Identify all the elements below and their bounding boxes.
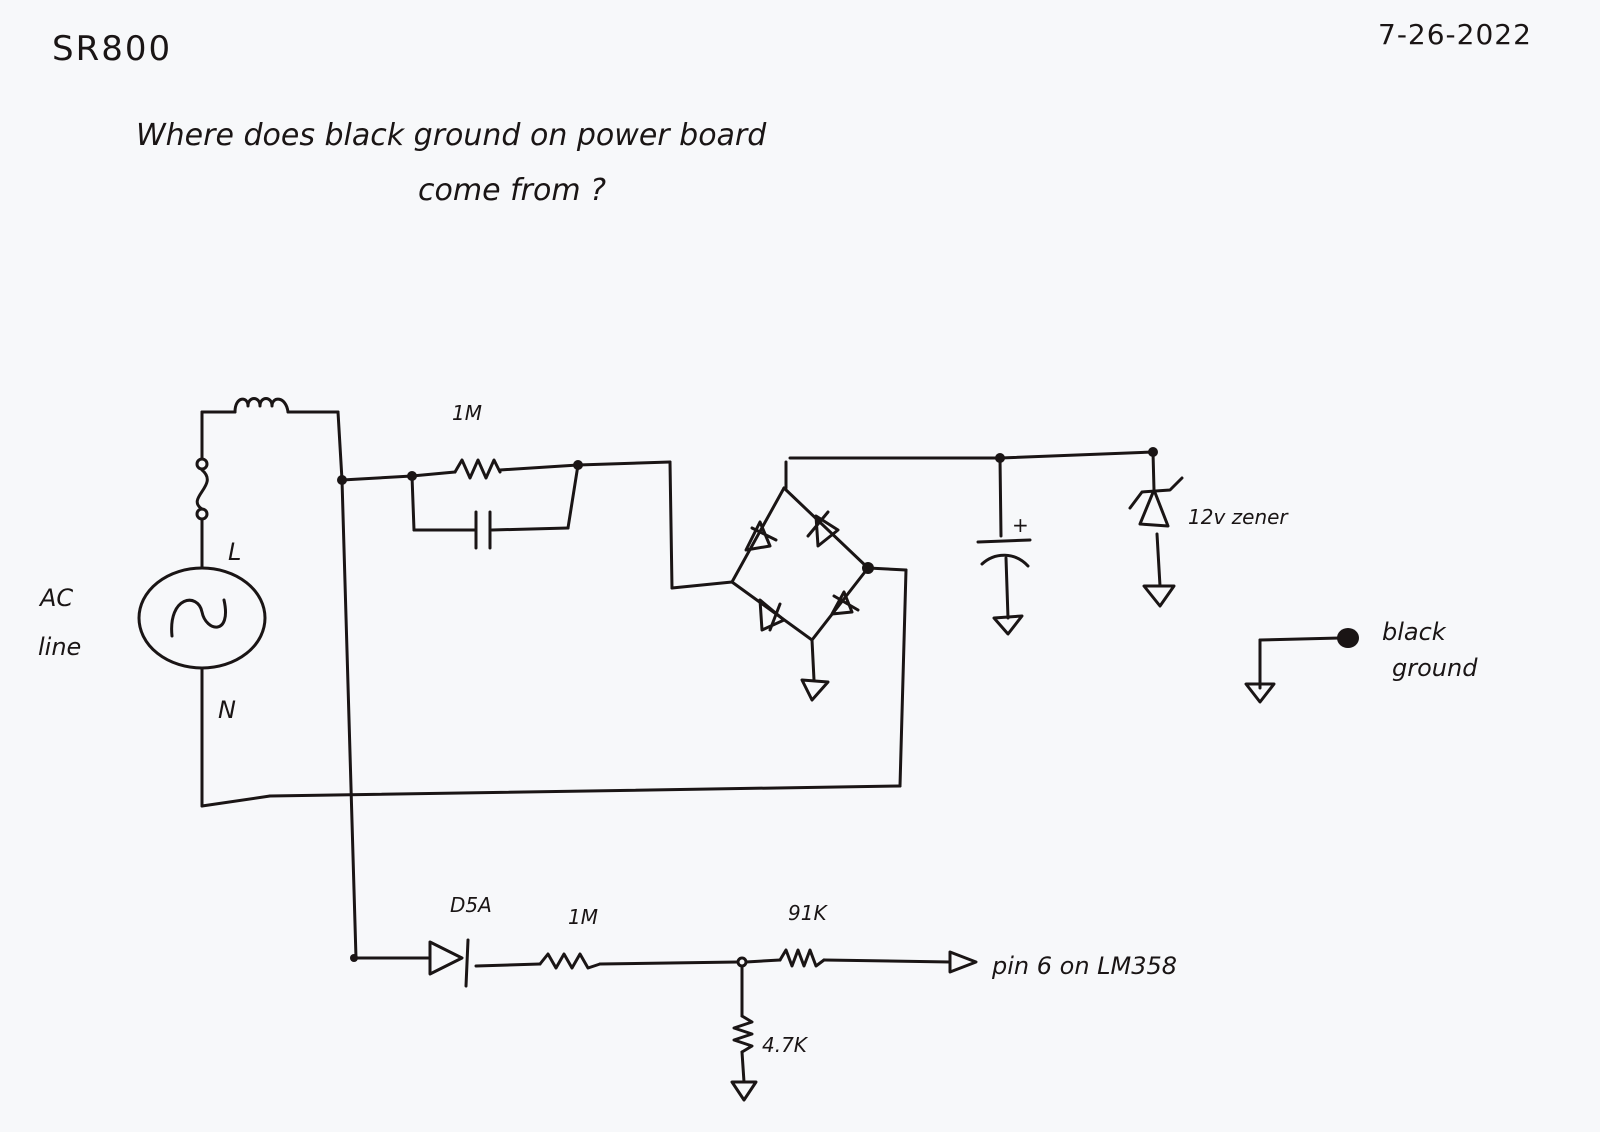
page-date: 7-26-2022 [1378,18,1532,51]
output-arrow-icon [948,950,978,974]
sense-chain: D5A 1M 91K pin 6 on LM358 4.7K [352,893,1177,1102]
capacitor-plate-curved [980,553,1030,568]
zener-label: 12v zener [1188,505,1289,529]
wire [668,460,674,590]
live-label: L [228,538,241,566]
diode-icon [744,520,778,552]
diode-icon [806,510,840,548]
resistor-1m-icon [453,458,502,480]
resistor-1m-series-label: 1M [568,905,598,929]
diode-d5a-label: D5A [450,893,492,917]
neutral-return-path [200,568,908,808]
page-title: SR800 [52,29,172,69]
live-input-path [195,397,347,570]
black-ground-terminal [1337,628,1359,648]
sine-wave-icon [170,598,227,638]
question-line-2: come from ? [418,173,606,208]
wire [670,580,734,590]
line-label: line [38,633,81,661]
output-pin-label: pin 6 on LM358 [991,952,1177,980]
ground-icon [800,678,830,702]
resistor-1m-series-icon [538,952,602,970]
ground-icon [730,1080,758,1102]
capacitor-polarity-label: + [1012,513,1029,537]
black-ground-label-line-1: black [1382,618,1447,646]
diode-d5a-icon [428,940,464,976]
question-line-1: Where does black ground on power board [136,118,767,153]
resistor-91k-icon [778,948,826,968]
dc-output-stage: + 12v zener [976,447,1289,636]
zener-diode-icon [1138,488,1170,528]
wire [340,478,358,960]
resistor-91k-label: 91K [788,901,828,925]
ac-source: AC line L N [38,538,267,724]
black-ground-connector: black ground [1244,618,1478,704]
ground-icon [1142,584,1176,608]
capacitor-plate [976,538,1032,544]
ac-label: AC [38,584,73,612]
zener-bar [1128,476,1184,510]
inductor-icon [233,397,290,414]
diode-icon [830,590,860,616]
resistor-4k7-label: 4.7K [762,1033,809,1057]
ground-icon [992,614,1024,636]
ac-source-circle [137,566,267,670]
fuse-icon [195,468,209,511]
resistor-1m-label: 1M [452,401,482,425]
ground-icon [1244,682,1276,704]
bridge-rectifier [730,456,1002,702]
diode-icon [758,598,786,632]
input-rc-network: 1M [340,401,672,550]
black-ground-label-line-2: ground [1392,654,1478,682]
resistor-4k7-icon [732,1014,754,1054]
neutral-label: N [218,696,236,724]
